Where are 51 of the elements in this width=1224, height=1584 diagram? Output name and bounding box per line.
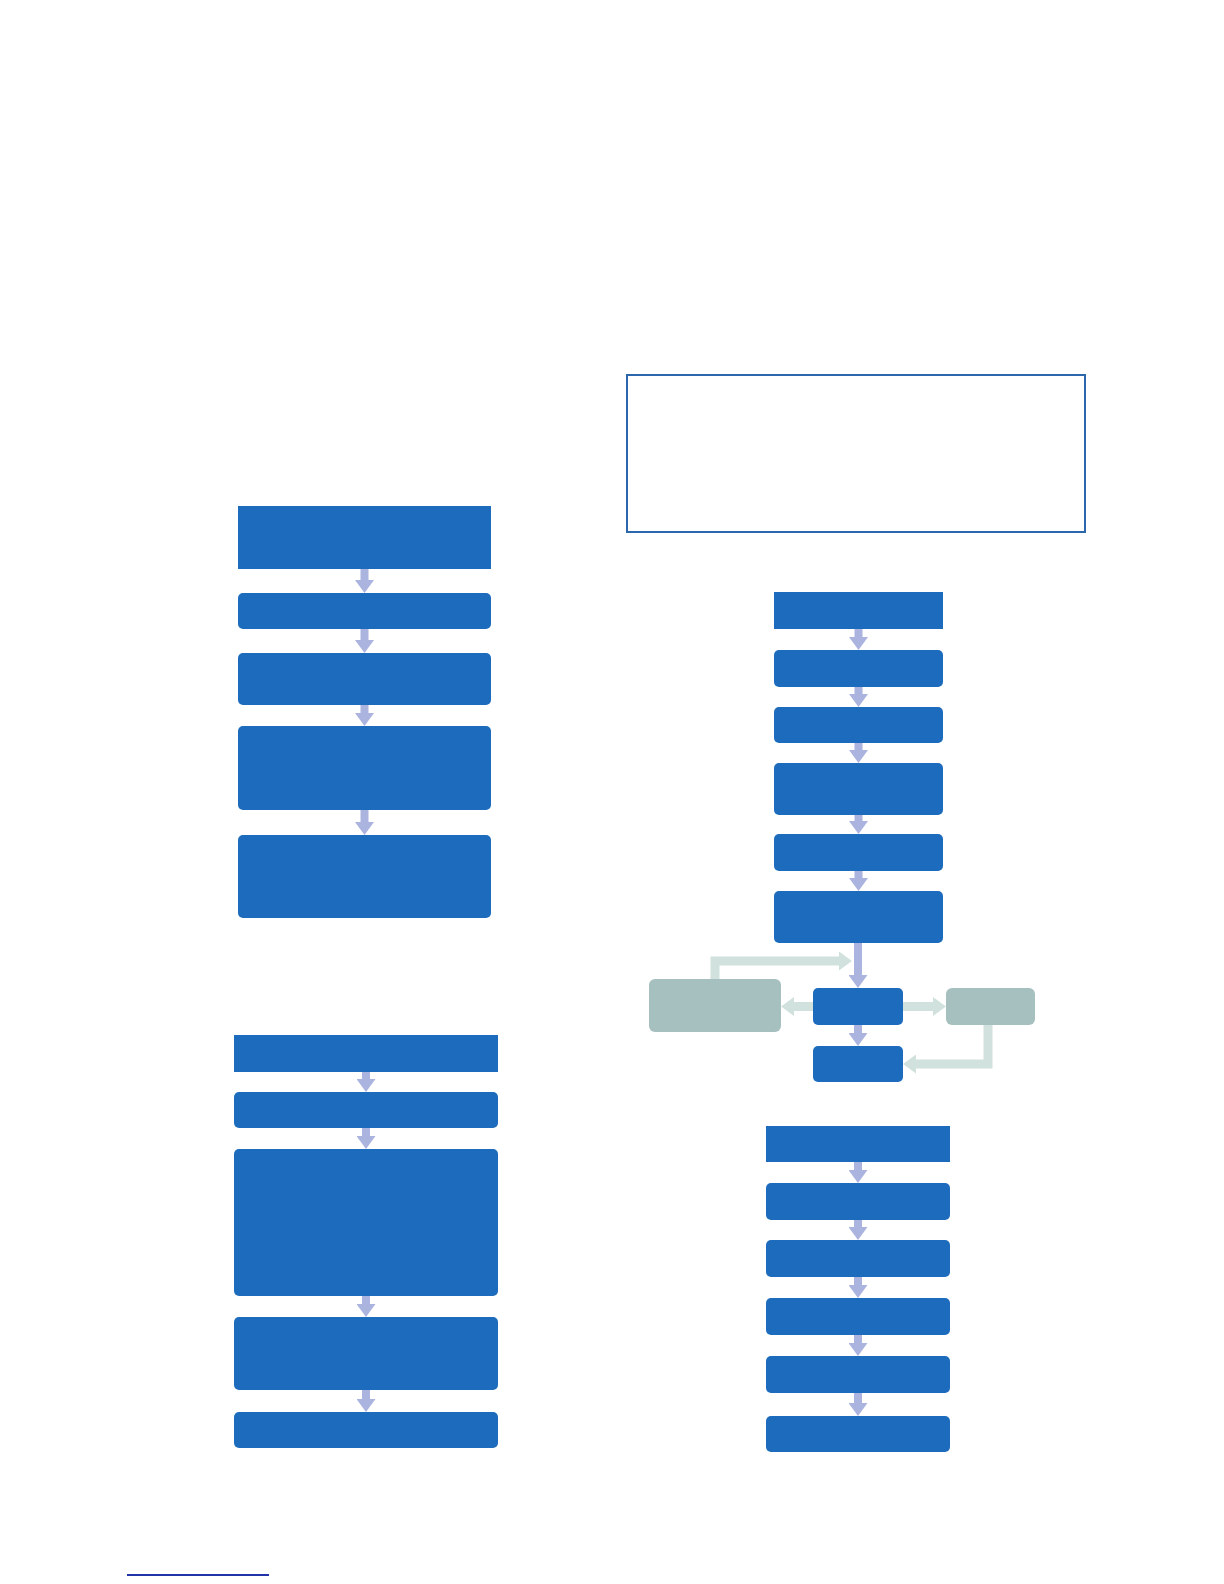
arrow <box>355 705 374 726</box>
arrow <box>848 1277 868 1298</box>
outlined-frame <box>626 374 1086 533</box>
arrow <box>355 810 374 835</box>
arrow <box>355 569 374 593</box>
process-box <box>813 988 903 1025</box>
arrow <box>356 1072 376 1092</box>
process-box <box>234 1035 498 1072</box>
process-box <box>238 653 491 705</box>
arrow <box>849 743 868 763</box>
process-box <box>238 506 491 569</box>
process-box <box>234 1149 498 1296</box>
process-box <box>766 1183 950 1220</box>
process-box <box>766 1356 950 1393</box>
arrow <box>849 815 868 834</box>
arrow <box>903 997 946 1016</box>
arrow <box>848 1335 868 1356</box>
arrow <box>848 1025 868 1046</box>
arrow <box>848 1220 868 1240</box>
process-box <box>774 650 943 687</box>
process-box <box>774 592 943 629</box>
arrow <box>849 629 868 650</box>
process-box <box>234 1412 498 1448</box>
arrow <box>848 943 868 988</box>
process-box <box>234 1092 498 1128</box>
process-box <box>774 763 943 815</box>
arrow <box>356 1296 376 1317</box>
process-box <box>813 1046 903 1082</box>
arrow <box>356 1128 376 1149</box>
process-box <box>766 1240 950 1277</box>
arrow <box>849 687 868 707</box>
process-box <box>238 835 491 918</box>
process-box <box>766 1416 950 1452</box>
side-step-box <box>649 979 781 1032</box>
arrow <box>355 629 374 653</box>
side-step-box <box>946 988 1035 1025</box>
arrow <box>848 1393 868 1416</box>
arrow <box>903 1025 993 1074</box>
process-box <box>238 593 491 629</box>
arrow <box>849 871 868 891</box>
process-box <box>774 891 943 943</box>
arrow <box>848 1162 868 1183</box>
arrow <box>781 997 813 1016</box>
process-box <box>774 707 943 743</box>
process-box <box>766 1126 950 1162</box>
arrow <box>356 1390 376 1412</box>
process-box <box>774 834 943 871</box>
process-box <box>238 726 491 810</box>
arrow <box>710 951 852 979</box>
process-box <box>234 1317 498 1390</box>
process-box <box>766 1298 950 1335</box>
